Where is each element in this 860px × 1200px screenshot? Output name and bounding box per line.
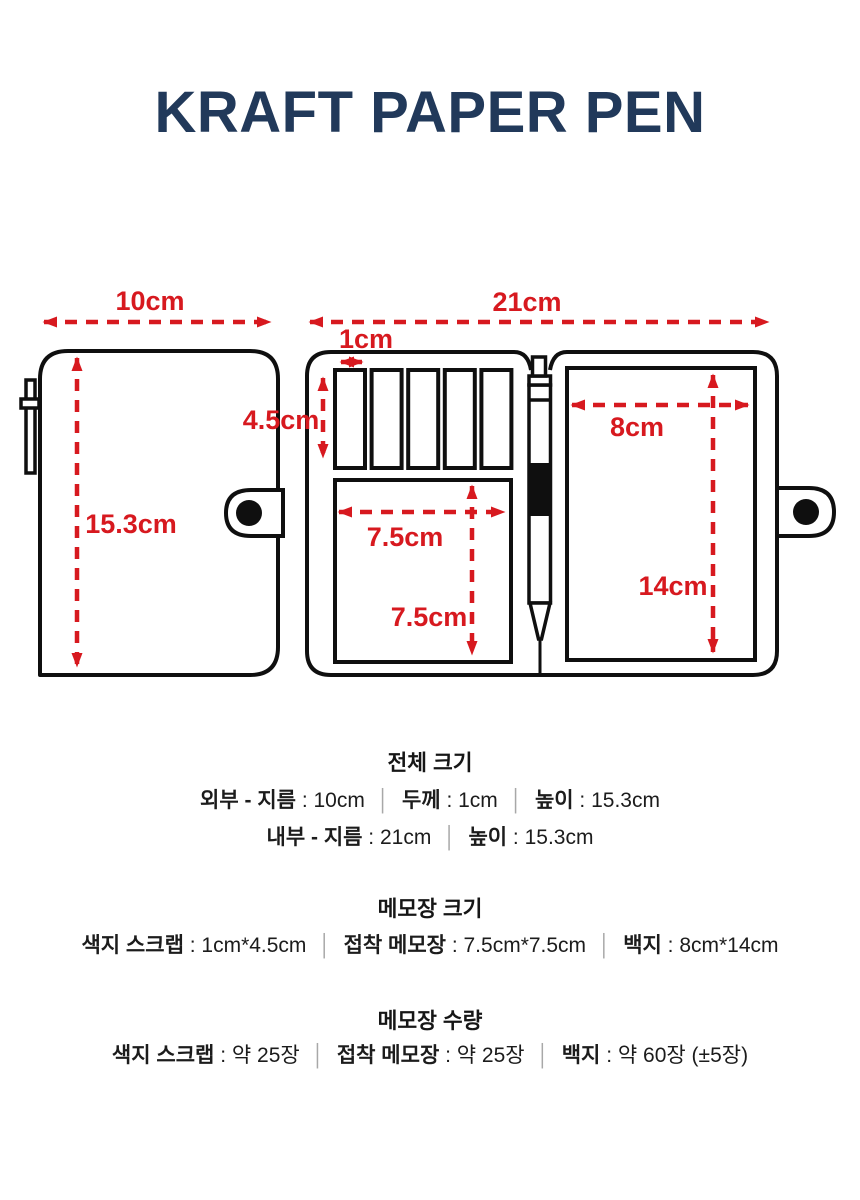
spec-row-memo-quantity: 색지 스크랩 : 약 25장│접착 메모장 : 약 25장│백지 : 약 60장…: [111, 1044, 749, 1067]
dim-label-width-closed: 10cm: [115, 286, 184, 316]
pen-icon: [527, 355, 553, 673]
scrap-slot: [479, 368, 514, 470]
scrap-slot: [333, 368, 367, 470]
spec-row-interior: 내부 - 지름 : 21cm│높이 : 15.3cm: [266, 826, 594, 849]
sticky-memo-pocket: [333, 478, 513, 664]
open-case-snap-button-icon: [793, 499, 819, 525]
page-title: KRAFT PAPER PEN: [154, 80, 706, 145]
dim-label-paper-width: 8cm: [610, 412, 664, 442]
scrap-slot: [406, 368, 441, 470]
dim-label-width-open: 21cm: [492, 287, 561, 317]
closed-case-outline: [38, 349, 280, 677]
section-heading-memo-quantity: 메모장 수량: [377, 1009, 483, 1033]
spec-row-exterior: 외부 - 지름 : 10cm│두께 : 1cm│높이 : 15.3cm: [200, 789, 660, 812]
closed-case-snap-button-icon: [236, 500, 262, 526]
dim-label-sticky-height: 7.5cm: [391, 602, 468, 632]
dim-label-slot-height: 4.5cm: [243, 405, 320, 435]
section-heading-memo-size: 메모장 크기: [377, 897, 483, 921]
white-paper-pocket: [565, 366, 757, 662]
dim-label-slot-width: 1cm: [339, 324, 393, 354]
section-heading-overall-size: 전체 크기: [387, 751, 473, 775]
dim-label-height-closed: 15.3cm: [85, 509, 177, 539]
zipper-pull-crossbar-icon: [19, 397, 41, 410]
dim-label-paper-height: 14cm: [638, 571, 707, 601]
spec-row-memo-size: 색지 스크랩 : 1cm*4.5cm│접착 메모장 : 7.5cm*7.5cm│…: [81, 934, 779, 957]
scrap-slot: [369, 368, 404, 470]
zipper-pull-icon: [24, 378, 37, 475]
scrap-slot: [442, 368, 477, 470]
dim-label-sticky-width: 7.5cm: [367, 522, 444, 552]
